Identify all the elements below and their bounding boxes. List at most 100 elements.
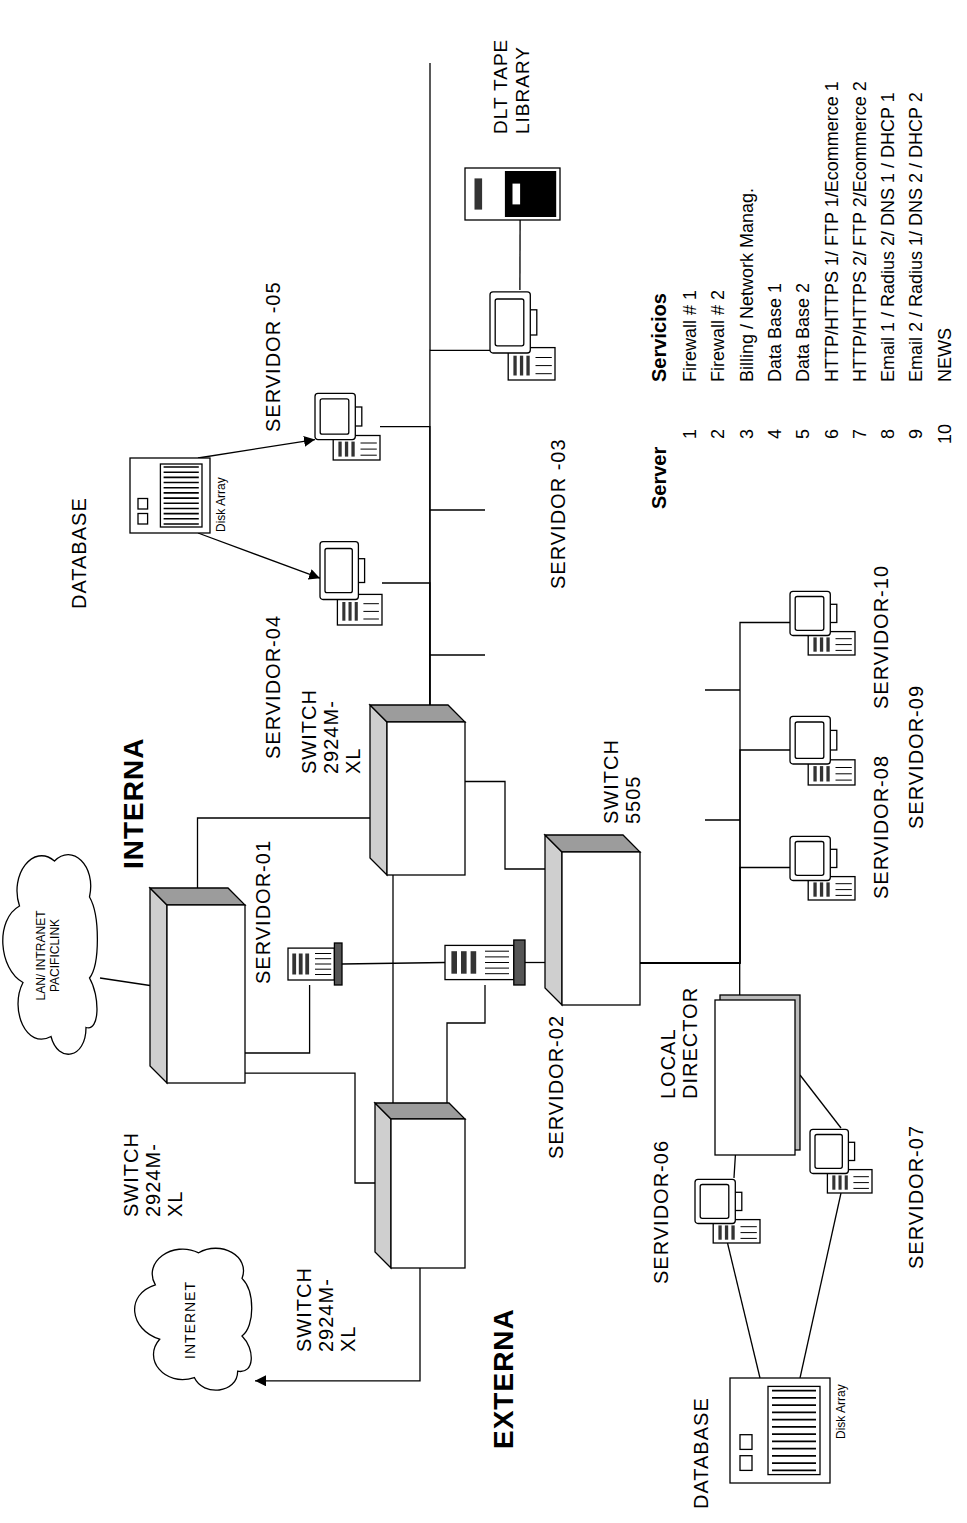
- icon-part: [795, 597, 824, 631]
- network-switch-shape: [150, 888, 245, 1083]
- icon-part: [836, 895, 852, 896]
- node-label: SERVIDOR-07: [905, 1124, 927, 1270]
- icon-part: [813, 766, 816, 781]
- icon-part: [741, 1232, 757, 1233]
- network-switch-shape: [375, 1103, 465, 1268]
- icon-part: [164, 518, 199, 520]
- table-cell: 8: [878, 413, 898, 455]
- icon-part: [320, 399, 349, 434]
- icon-part: [164, 492, 199, 494]
- icon-part: [790, 591, 830, 635]
- network-switch-shape: [545, 835, 640, 1005]
- table-cell: HTTP/HTTPS 2/ FTP 2/Ecommerce 2: [850, 80, 870, 383]
- icon-part: [292, 954, 296, 975]
- icon-part: [130, 458, 210, 533]
- icon-part: [320, 542, 358, 600]
- network-link: [640, 623, 790, 964]
- icon-part: [370, 705, 465, 722]
- icon-part: [485, 968, 509, 969]
- network-link: [525, 962, 545, 963]
- network-link: [800, 1075, 841, 1128]
- icon-part: [826, 766, 829, 781]
- icon-part: [836, 889, 852, 890]
- table-cell: 7: [850, 413, 870, 455]
- icon-part: [375, 1103, 391, 1268]
- bus-stub: [705, 689, 740, 690]
- icon-part: [164, 513, 199, 515]
- firewall-server-shape: [288, 943, 342, 985]
- bus-line: [429, 63, 430, 350]
- table-cell: Billing / Network Manag.: [737, 187, 757, 383]
- icon-part: [338, 442, 341, 457]
- icon-part: [288, 948, 334, 980]
- icon-part: [361, 449, 377, 450]
- icon-part: [164, 487, 199, 489]
- server-computer-shape: [810, 1128, 872, 1193]
- server-computer-shape: [790, 835, 855, 900]
- network-link: [465, 782, 545, 870]
- icon-part: [545, 835, 640, 852]
- network-link: [800, 1193, 841, 1378]
- icon-part: [772, 1404, 816, 1406]
- icon-part: [810, 1129, 848, 1173]
- table-header: Server: [648, 446, 670, 510]
- bus-stub: [430, 654, 485, 655]
- node-label: DATABASE: [68, 496, 90, 610]
- icon-part: [495, 299, 524, 346]
- table-cell: Email 1 / Radius 2/ DNS 1 / DHCP 1: [878, 91, 898, 383]
- network-link: [640, 868, 790, 964]
- icon-part: [826, 882, 829, 896]
- icon-part: [370, 705, 387, 875]
- load-director-shape: [715, 995, 800, 1155]
- icon-part: [485, 956, 509, 957]
- network-link: [198, 533, 320, 578]
- icon-part: [790, 836, 830, 880]
- icon-part: [167, 905, 245, 1083]
- server-computer-shape: [790, 715, 855, 785]
- network-link: [430, 350, 490, 705]
- node-label: LOCAL DIRECTOR: [657, 986, 701, 1100]
- icon-part: [772, 1433, 816, 1435]
- icon-part: [430, 63, 740, 820]
- icon-part: [718, 1225, 721, 1239]
- icon-part: [375, 1103, 465, 1119]
- icon-part: [363, 603, 379, 604]
- icon-part: [813, 637, 816, 651]
- network-link: [342, 963, 445, 965]
- server-computer: SERVIDOR-07: [810, 1128, 872, 1193]
- table-cell: 3: [737, 413, 757, 455]
- icon-part: [315, 393, 355, 439]
- icon-part: [845, 1175, 848, 1189]
- icon-part: [520, 356, 523, 376]
- table-cell: Firewall # 2: [708, 289, 728, 383]
- icon-part: [772, 1390, 816, 1392]
- icon-part: [465, 168, 560, 220]
- icon-part: [315, 964, 331, 965]
- network-link: [380, 427, 430, 705]
- icon-part: [160, 464, 202, 527]
- icon-part: [731, 1225, 734, 1239]
- icon-part: [164, 466, 199, 468]
- zone-label: INTERNA: [118, 737, 150, 870]
- server-computer-shape: [790, 590, 855, 655]
- node-label: INTERNET: [182, 1280, 198, 1360]
- node-label: SWITCH 2924M-XL: [293, 1266, 359, 1353]
- icon-part: [741, 1226, 757, 1227]
- icon-part: [513, 356, 516, 376]
- icon-part: [836, 780, 852, 781]
- icon-part: [545, 835, 562, 1005]
- disk-array-shape: [130, 458, 210, 533]
- icon-part: [839, 1175, 842, 1189]
- table-cell: 10: [935, 413, 955, 455]
- icon-part: [164, 508, 199, 510]
- table-cell: 4: [765, 413, 785, 455]
- icon-part: [820, 882, 823, 896]
- icon-part: [345, 442, 348, 457]
- icon-part: [164, 482, 199, 484]
- load-director: LOCAL DIRECTOR: [715, 995, 800, 1155]
- icon-part: [299, 954, 303, 975]
- table-cell: 6: [822, 413, 842, 455]
- icon-part: [3, 855, 98, 1055]
- table-cell: HTTP/HTTPS 1/ FTP 1/Ecommerce 1: [822, 80, 842, 383]
